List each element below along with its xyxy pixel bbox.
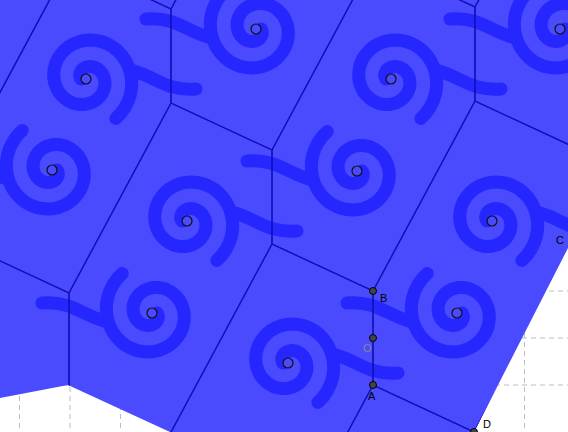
swirl-eye	[251, 24, 261, 34]
tile-edge	[0, 0, 70, 152]
tile-edge	[474, 242, 568, 432]
swirl-eye	[487, 216, 497, 226]
swirl-tail	[247, 161, 309, 179]
swirl-tail	[336, 355, 398, 373]
point-label: D	[483, 419, 491, 430]
swirl-motifs	[0, 0, 568, 403]
swirl-eye	[283, 358, 293, 368]
swirl	[359, 40, 437, 119]
swirl	[311, 132, 389, 211]
swirl	[256, 324, 334, 403]
swirl-tail	[439, 71, 501, 89]
swirl-eye	[386, 74, 396, 84]
swirl-eye	[81, 74, 91, 84]
swirl	[514, 0, 568, 68]
swirl-eye	[555, 24, 565, 34]
swirl	[460, 182, 538, 261]
tile-edge	[373, 101, 568, 432]
swirl	[6, 131, 84, 210]
swirl	[106, 274, 184, 353]
swirl-eye	[352, 166, 362, 176]
point	[370, 335, 377, 342]
points	[370, 288, 478, 432]
swirl	[210, 0, 288, 68]
swirl-tail	[146, 19, 208, 37]
swirl-tail	[347, 303, 409, 321]
point-label: A	[368, 391, 375, 402]
tile-edge	[0, 0, 171, 293]
point-label: C	[556, 235, 564, 246]
swirl-eye	[182, 216, 192, 226]
swirl-tail	[0, 160, 4, 178]
swirl-tail	[450, 19, 512, 37]
point	[370, 382, 377, 389]
tile-edge	[0, 387, 170, 432]
swirl-eye	[47, 165, 57, 175]
tile-edge	[69, 103, 272, 432]
tile-edge	[271, 385, 474, 432]
swirl	[411, 274, 489, 353]
point-label: B	[380, 293, 387, 304]
tile-edge	[374, 0, 568, 7]
swirl-eye	[147, 308, 157, 318]
tile-edge	[0, 246, 69, 432]
swirl-tail	[42, 303, 104, 321]
point-label: O	[363, 343, 372, 354]
swirl-tail	[540, 213, 568, 231]
swirl-tail	[134, 71, 196, 89]
point	[370, 288, 377, 295]
swirl	[155, 182, 233, 261]
tile-edge	[171, 0, 374, 150]
swirl	[54, 40, 132, 119]
swirl-eye	[452, 308, 462, 318]
tile-edge	[475, 0, 568, 148]
swirl-tail	[235, 213, 297, 231]
point	[471, 429, 478, 432]
tile-edge	[272, 0, 475, 291]
tile-edge	[170, 244, 373, 432]
